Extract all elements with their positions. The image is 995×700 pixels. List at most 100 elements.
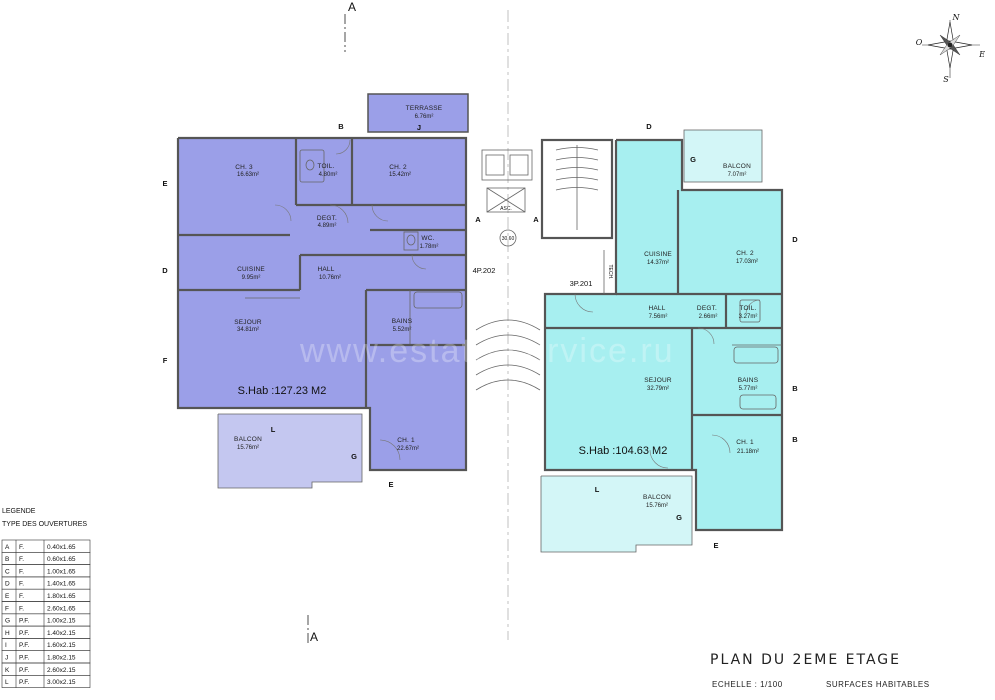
left-degt-area: 4.89m² (318, 223, 337, 229)
left-balcon-name: BALCON (234, 436, 262, 443)
opening-mark-j-left: J (417, 123, 421, 132)
legend-size: 1.00x1.65 (47, 568, 76, 575)
opening-mark-a-left-2: A (533, 215, 539, 224)
legend-size: 2.60x1.65 (47, 605, 76, 612)
legend-type: F. (19, 556, 24, 563)
right-balcon-area: 15.76m² (646, 503, 668, 509)
right-balcon-fill (541, 476, 692, 552)
plan-scale: ECHELLE : 1/100 (712, 680, 783, 689)
right-ch2-area: 17.03m² (736, 259, 758, 265)
compass-west: O (916, 38, 923, 47)
watermark: www.estate-service.ru (299, 332, 675, 370)
opening-mark-d-right-top: D (646, 122, 652, 131)
plan-title: PLAN DU 2EME ETAGE (710, 652, 901, 668)
right-ch1-area: 21.18m² (737, 449, 759, 455)
opening-mark-b-right-1: B (792, 384, 798, 393)
opening-mark-g-right: G (676, 513, 682, 522)
left-ch3-name: CH. 3 (235, 164, 253, 171)
compass-north: N (952, 13, 961, 22)
left-toil-area: 4.80m² (319, 172, 338, 178)
left-sejour-name: SEJOUR (234, 319, 262, 326)
legend-code: E (5, 593, 10, 600)
left-shab: S.Hab :127.23 M2 (238, 385, 327, 397)
left-balcon-fill (218, 414, 362, 488)
left-hall-area: 10.76m² (319, 275, 341, 281)
legend-size: 1.80x1.65 (47, 593, 76, 600)
left-apartment-label: 4P.202 (473, 266, 496, 275)
left-apartment-fill (178, 138, 466, 470)
opening-mark-g-right-top: G (690, 155, 696, 164)
legend-row: E F. 1.80x1.65 (1, 588, 91, 602)
opening-mark-l-left: L (271, 425, 276, 434)
legend-type: P.F. (19, 642, 30, 649)
left-terrasse-area: 6.76m² (415, 114, 434, 120)
left-sejour-area: 34.81m² (237, 327, 259, 333)
stair-core (475, 138, 614, 391)
left-terrasse-fill (367, 93, 469, 133)
legend-size: 1.40x1.65 (47, 581, 76, 588)
legend-title: LEGENDE (2, 508, 36, 515)
legend-code: F (5, 605, 9, 612)
legend-size: 1.80x2.15 (47, 655, 76, 662)
right-hall-name: HALL (648, 305, 665, 312)
legend-code: D (5, 581, 10, 588)
legend-code: I (5, 642, 7, 649)
section-mark-top: A (348, 0, 356, 14)
right-degt-area: 2.66m² (699, 314, 718, 320)
legend-type: F. (19, 568, 24, 575)
legend-type: F. (19, 581, 24, 588)
legend-type: P.F. (19, 655, 30, 662)
legend-size: 1.00x2.15 (47, 618, 76, 625)
legend-type: F. (19, 605, 24, 612)
legend-type: F. (19, 593, 24, 600)
right-ch1-name: CH. 1 (736, 439, 754, 446)
opening-mark-e-right-bottom: E (713, 541, 718, 550)
right-bains-name: BAINS (738, 377, 759, 384)
legend-row: D F. 1.40x1.65 (1, 576, 91, 590)
right-cuisine-area: 14.37m² (647, 260, 669, 266)
opening-mark-g-left: G (351, 452, 357, 461)
elevator-label: ASC. (500, 206, 512, 212)
opening-mark-f-left: F (163, 356, 168, 365)
right-cuisine-name: CUISINE (644, 251, 672, 258)
left-toil-name: TOIL. (317, 163, 334, 170)
right-shab: S.Hab :104.63 M2 (579, 445, 668, 457)
legend-type: P.F. (19, 679, 30, 686)
opening-mark-e-left-bottom: E (388, 480, 393, 489)
opening-mark-d-left: D (162, 266, 168, 275)
legend-row: H P.F. 1.40x2.15 (1, 625, 91, 639)
legend-row: F F. 2.60x1.65 (1, 601, 91, 615)
right-ch2-name: CH. 2 (736, 250, 754, 257)
legend-type: F. (19, 544, 24, 551)
legend-size: 1.40x2.15 (47, 630, 76, 637)
opening-mark-a-left-1: A (475, 215, 481, 224)
left-terrasse-name: TERRASSE (406, 105, 443, 112)
legend-type: P.F. (19, 630, 30, 637)
left-ch1-area: 22.67m² (397, 446, 419, 452)
opening-mark-d-right: D (792, 235, 798, 244)
right-apartment-fill (545, 140, 782, 530)
legend-code: H (5, 630, 10, 637)
legend-code: L (5, 679, 9, 686)
right-balcon-name: BALCON (643, 494, 671, 501)
left-ch2-area: 15.42m² (389, 172, 411, 178)
compass-south: S (943, 75, 949, 84)
legend-subtitle: TYPE DES OUVERTURES (2, 521, 87, 528)
left-degt-name: DEGT. (317, 215, 337, 222)
compass-east: E (978, 50, 985, 59)
right-balcon-top-fill (683, 129, 763, 183)
left-hall-name: HALL (317, 266, 334, 273)
left-apartment (176, 93, 469, 489)
right-toil-name: TOIL. (739, 305, 756, 312)
legend-type: P.F. (19, 667, 30, 674)
left-wc-name: WC. (421, 235, 434, 242)
section-mark-bottom: A (310, 630, 318, 644)
right-balcon-top-area: 7.07m² (728, 172, 747, 178)
